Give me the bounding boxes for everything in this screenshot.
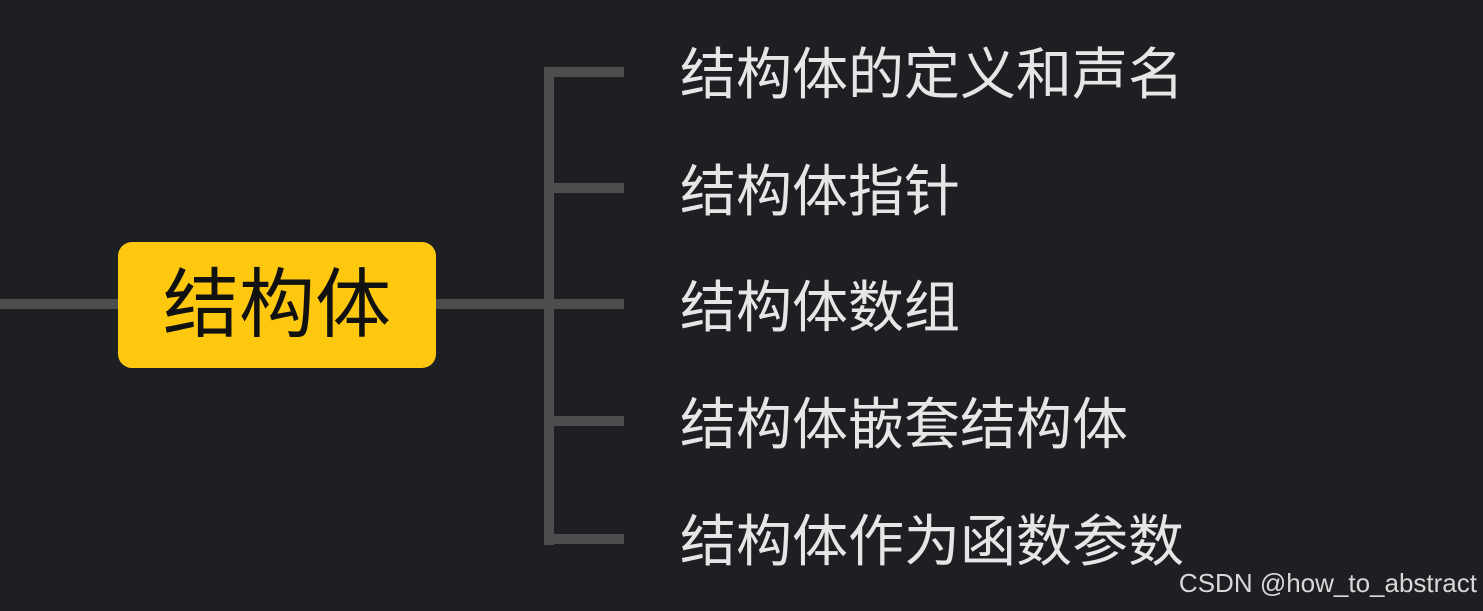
watermark-text: CSDN @how_to_abstract xyxy=(1178,568,1477,598)
branch-topic-5[interactable]: 结构体作为函数参数 xyxy=(680,510,1184,575)
branch-connector-4 xyxy=(544,416,624,426)
branch-topic-2[interactable]: 结构体指针 xyxy=(680,160,960,225)
root-to-trunk-connector xyxy=(436,299,554,309)
branch-topic-4[interactable]: 结构体嵌套结构体 xyxy=(680,393,1128,458)
branch-connector-1 xyxy=(544,67,624,77)
branch-connector-5 xyxy=(544,534,624,544)
branch-connector-2 xyxy=(544,183,624,193)
branch-topic-1[interactable]: 结构体的定义和声名 xyxy=(680,43,1184,108)
branch-connector-3 xyxy=(544,299,624,309)
root-topic-node[interactable]: 结构体 xyxy=(118,242,436,368)
incoming-connector xyxy=(0,299,118,309)
branch-topic-3[interactable]: 结构体数组 xyxy=(680,276,960,341)
root-topic-label: 结构体 xyxy=(163,260,391,349)
